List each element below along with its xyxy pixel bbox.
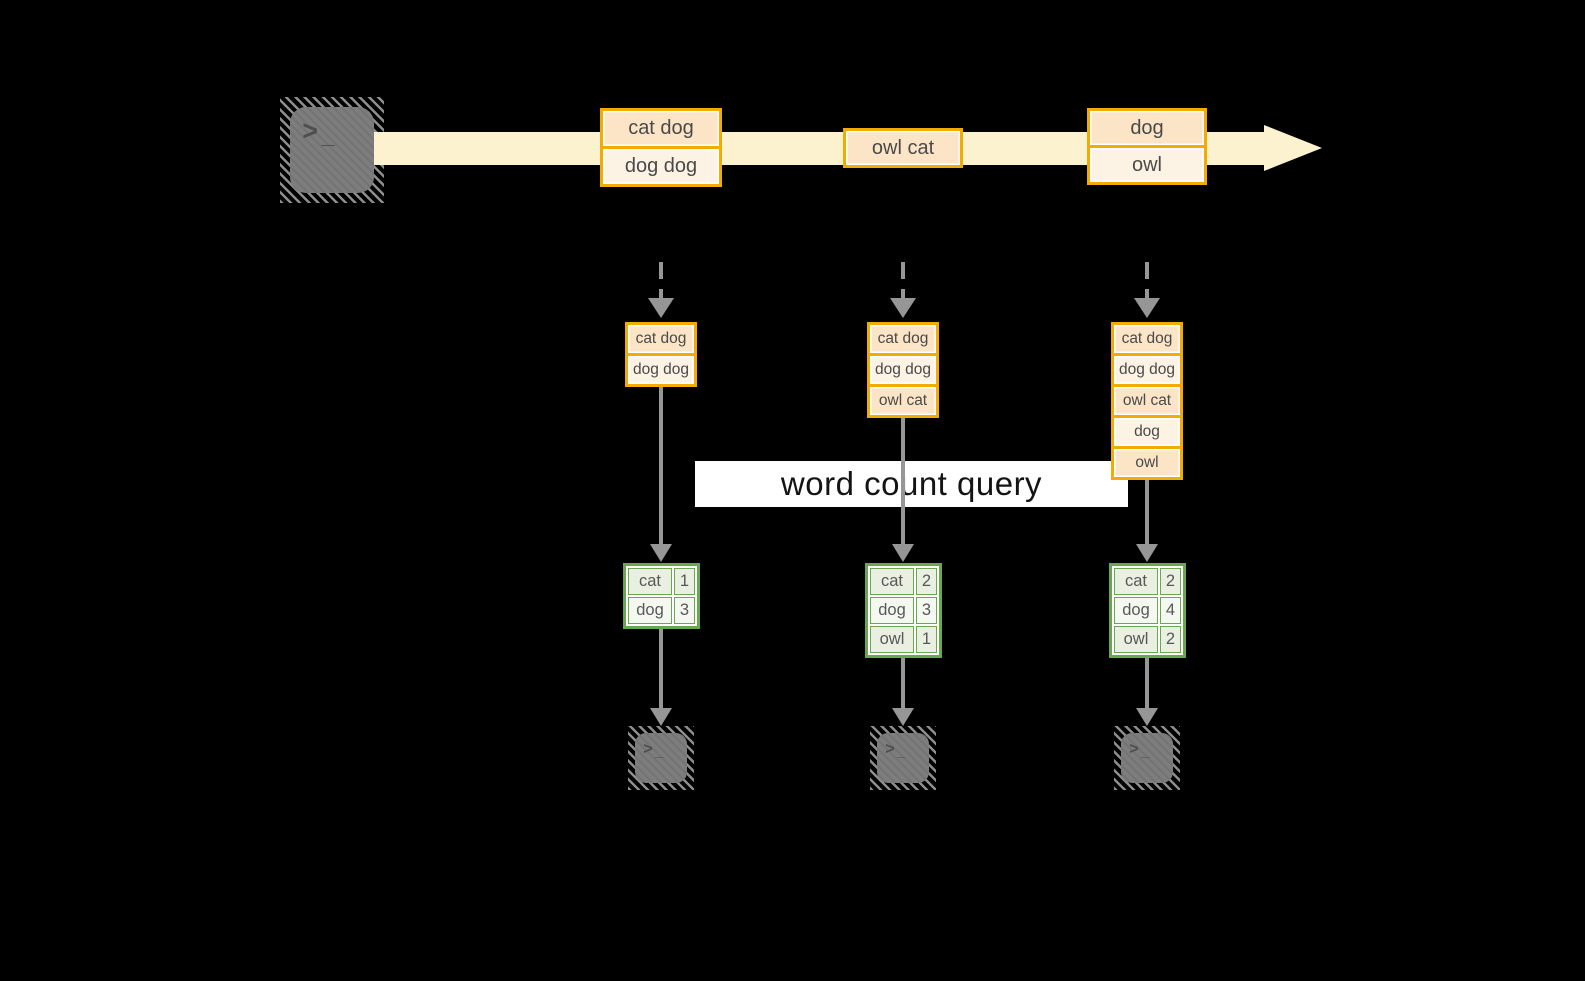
arrow-line	[901, 418, 905, 544]
terminal-icon: > _	[1121, 733, 1173, 783]
cursor-icon: _	[896, 743, 906, 760]
word-cell: owl	[1114, 626, 1158, 653]
event-box-1: cat dog dog dog	[600, 108, 722, 187]
event-line: dog	[1090, 111, 1204, 145]
arrowhead-icon	[1136, 708, 1158, 726]
arrowhead-icon	[650, 544, 672, 562]
word-cell: dog	[628, 597, 672, 624]
arrowhead-icon	[650, 708, 672, 726]
arrowhead-icon	[892, 708, 914, 726]
word-cell: dog	[870, 597, 914, 624]
cursor-icon: _	[654, 743, 664, 760]
arrowhead-icon	[1134, 298, 1160, 318]
prompt-icon: >	[302, 115, 318, 146]
cursor-icon: _	[321, 122, 335, 149]
stack-line: cat dog	[628, 325, 694, 353]
dashed-arrow-line	[901, 262, 905, 298]
stack-line: dog dog	[628, 356, 694, 384]
count-cell: 2	[1160, 568, 1181, 595]
count-cell: 1	[916, 626, 937, 653]
stack-line: owl cat	[1114, 387, 1180, 415]
arrowhead-icon	[892, 544, 914, 562]
dashed-arrow-line	[1145, 262, 1149, 298]
input-stack-2: cat dog dog dog owl cat	[867, 322, 939, 418]
terminal-icon: > _	[290, 107, 374, 193]
event-line: owl cat	[846, 131, 960, 165]
count-cell: 3	[674, 597, 695, 624]
stack-line: cat dog	[870, 325, 936, 353]
word-count-table-2: cat 2 dog 3 owl 1	[865, 563, 942, 658]
cursor-icon: _	[1140, 743, 1150, 760]
sink-terminal-icon-3: > _	[1114, 726, 1180, 790]
prompt-icon: >	[643, 739, 653, 758]
word-cell: cat	[870, 568, 914, 595]
arrowhead-icon	[890, 298, 916, 318]
stack-line: owl cat	[870, 387, 936, 415]
count-cell: 3	[916, 597, 937, 624]
arrow-line	[659, 629, 663, 708]
query-label: word count query	[695, 461, 1128, 507]
sink-terminal-icon-1: > _	[628, 726, 694, 790]
count-cell: 1	[674, 568, 695, 595]
stack-line: owl	[1114, 449, 1180, 477]
word-cell: dog	[1114, 597, 1158, 624]
word-cell: owl	[870, 626, 914, 653]
terminal-icon: > _	[877, 733, 929, 783]
arrow-line	[659, 387, 663, 544]
arrowhead-icon	[648, 298, 674, 318]
terminal-icon: > _	[635, 733, 687, 783]
dashed-arrow-line	[659, 262, 663, 298]
stack-line: cat dog	[1114, 325, 1180, 353]
stack-line: dog dog	[1114, 356, 1180, 384]
stream-arrowhead-icon	[1264, 125, 1322, 171]
arrow-line	[1145, 658, 1149, 708]
arrow-line	[1145, 480, 1149, 544]
sink-terminal-icon-2: > _	[870, 726, 936, 790]
count-cell: 2	[1160, 626, 1181, 653]
input-stack-3: cat dog dog dog owl cat dog owl	[1111, 322, 1183, 480]
prompt-icon: >	[885, 739, 895, 758]
prompt-icon: >	[1129, 739, 1139, 758]
word-cell: cat	[1114, 568, 1158, 595]
arrowhead-icon	[1136, 544, 1158, 562]
word-count-table-3: cat 2 dog 4 owl 2	[1109, 563, 1186, 658]
event-line: owl	[1090, 148, 1204, 182]
event-line: cat dog	[603, 111, 719, 146]
source-terminal-icon: > _	[280, 97, 384, 203]
input-stack-1: cat dog dog dog	[625, 322, 697, 387]
count-cell: 2	[916, 568, 937, 595]
count-cell: 4	[1160, 597, 1181, 624]
arrow-line	[901, 658, 905, 708]
stack-line: dog	[1114, 418, 1180, 446]
stack-line: dog dog	[870, 356, 936, 384]
event-box-3: dog owl	[1087, 108, 1207, 185]
word-cell: cat	[628, 568, 672, 595]
word-count-table-1: cat 1 dog 3	[623, 563, 700, 629]
event-line: dog dog	[603, 149, 719, 184]
event-box-2: owl cat	[843, 128, 963, 168]
